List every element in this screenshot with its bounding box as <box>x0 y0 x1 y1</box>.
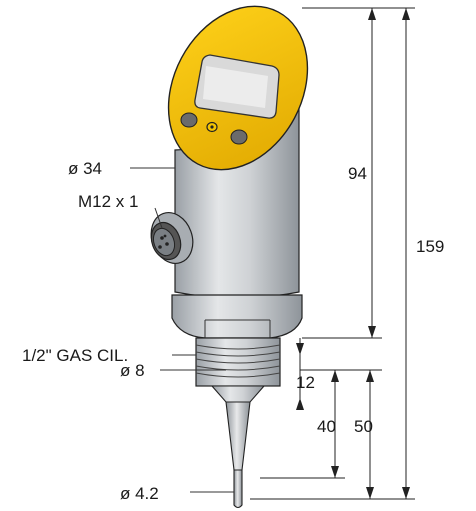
dim-12-label: 12 <box>296 373 315 392</box>
dim-50-label: 50 <box>354 417 373 436</box>
probe-diameter-label: ø 8 <box>120 361 145 380</box>
probe-transition <box>210 385 266 403</box>
sensor-head <box>167 5 309 171</box>
button-left-icon <box>180 112 198 128</box>
thread-label: 1/2" GAS CIL. <box>22 346 128 365</box>
probe-tip <box>233 469 243 509</box>
leader-connector <box>154 207 163 229</box>
m12-connector-icon <box>150 212 194 264</box>
button-right-icon <box>230 129 248 145</box>
dim-159-label: 159 <box>416 237 444 256</box>
tip-diameter-label: ø 4.2 <box>120 484 159 503</box>
housing-diameter-label: ø 34 <box>68 159 102 178</box>
sensor-body <box>150 5 309 509</box>
dim-40-label: 40 <box>317 417 336 436</box>
labels: ø 34 M12 x 1 1/2" GAS CIL. ø 8 ø 4.2 94 … <box>22 159 444 503</box>
hex-nut <box>171 294 303 339</box>
dim-94-label: 94 <box>348 164 367 183</box>
dimension-lines <box>250 7 415 500</box>
connector-label: M12 x 1 <box>78 192 138 211</box>
thread-section <box>195 337 281 387</box>
leader-lines <box>130 167 234 493</box>
probe-stem <box>225 401 251 471</box>
